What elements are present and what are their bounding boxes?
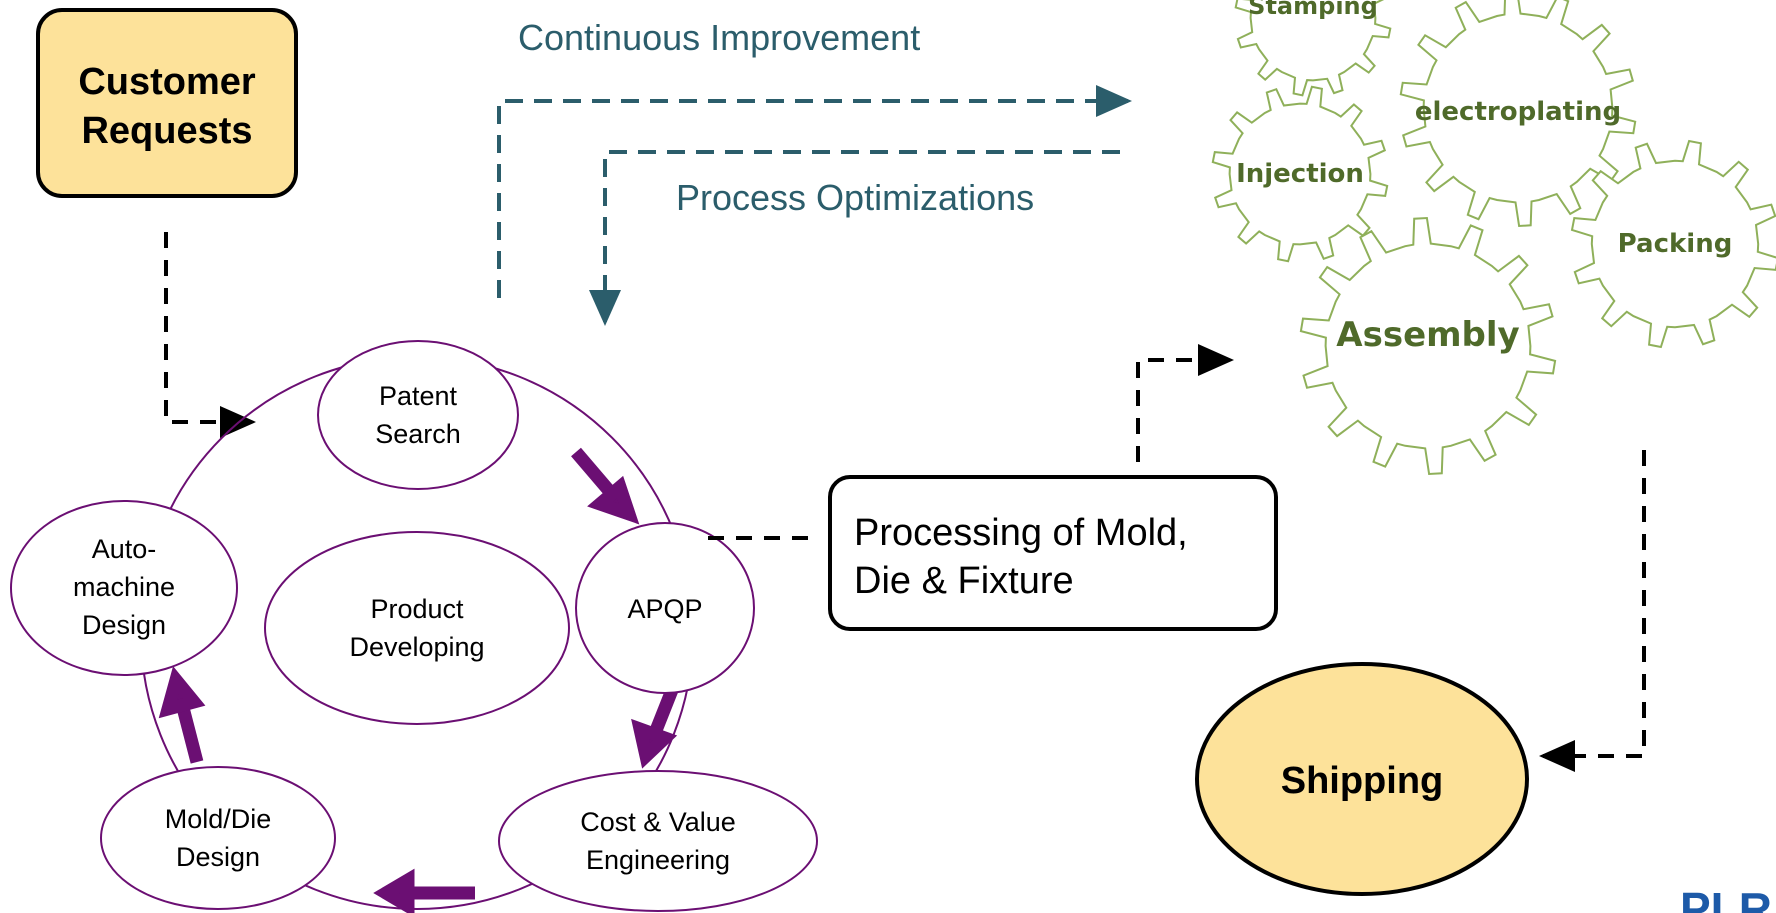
cost-value-line1: Cost & Value [580,807,736,837]
automachine-line3: Design [82,610,166,640]
node-mold-die-design: Mold/Die Design [100,766,336,910]
automachine-line2: machine [73,572,175,602]
product-developing-line1: Product [370,594,464,624]
packing-gear-icon [1570,139,1776,349]
node-automachine-design: Auto- machine Design [10,500,238,676]
customer-to-cycle-arrow [164,232,256,438]
gears-to-shipping-arrow [1539,450,1646,772]
processing-line2: Die & Fixture [854,560,1074,602]
node-apqp: APQP [575,522,755,694]
production-gears: Stamping electroplating Injection Packin… [1211,0,1776,476]
shipping-node: Shipping [1195,662,1529,896]
gear-stamping: Stamping [1234,0,1392,97]
patent-search-line1: Patent [379,381,458,411]
electroplating-label: electroplating [1415,97,1621,127]
arrow-patent-to-apqp-head [587,475,640,525]
customer-requests-line2: Requests [81,110,252,152]
gear-assembly: Assembly [1299,216,1557,476]
mold-die-line1: Mold/Die [165,804,272,834]
continuous-improvement-label: Continuous Improvement [518,17,920,58]
processing-line1: Processing of Mold, [854,512,1188,554]
arrow-mold-to-auto-head [158,666,206,719]
mold-die-line2: Design [176,842,260,872]
stamping-gear-icon [1234,0,1392,97]
arrow-apqp-to-cost-head [631,718,678,769]
patent-search-line2: Search [375,419,461,449]
gear-packing: Packing [1570,139,1776,349]
electroplating-gear-icon [1399,0,1637,228]
automachine-line1: Auto- [92,534,157,564]
shipping-label: Shipping [1281,760,1444,802]
packing-label: Packing [1618,229,1733,259]
node-cost-value-engineering: Cost & Value Engineering [498,770,818,912]
assembly-gear-icon [1299,216,1557,476]
node-patent-search: Patent Search [317,340,519,490]
product-developing-line2: Developing [349,632,484,662]
injection-label: Injection [1236,159,1364,189]
customer-requests-line1: Customer [78,61,256,103]
node-product-developing: Product Developing [264,531,570,725]
injection-gear-icon [1211,85,1389,263]
gear-electroplating: electroplating [1399,0,1637,228]
customer-requests-box: Customer Requests [36,8,298,198]
apqp-label: APQP [627,594,702,624]
processing-box: Processing of Mold, Die & Fixture [828,475,1278,631]
logo-fragment: PLR [1680,883,1772,913]
processing-to-gears-arrow [1136,344,1234,462]
cost-value-line2: Engineering [586,845,730,875]
arrow-cost-to-mold-head [373,868,415,913]
assembly-label: Assembly [1336,315,1519,355]
continuous-improvement-arrow [497,85,1132,298]
gear-injection: Injection [1211,85,1389,263]
stamping-label: Stamping [1248,0,1378,20]
process-optimizations-label: Process Optimizations [676,177,1034,218]
